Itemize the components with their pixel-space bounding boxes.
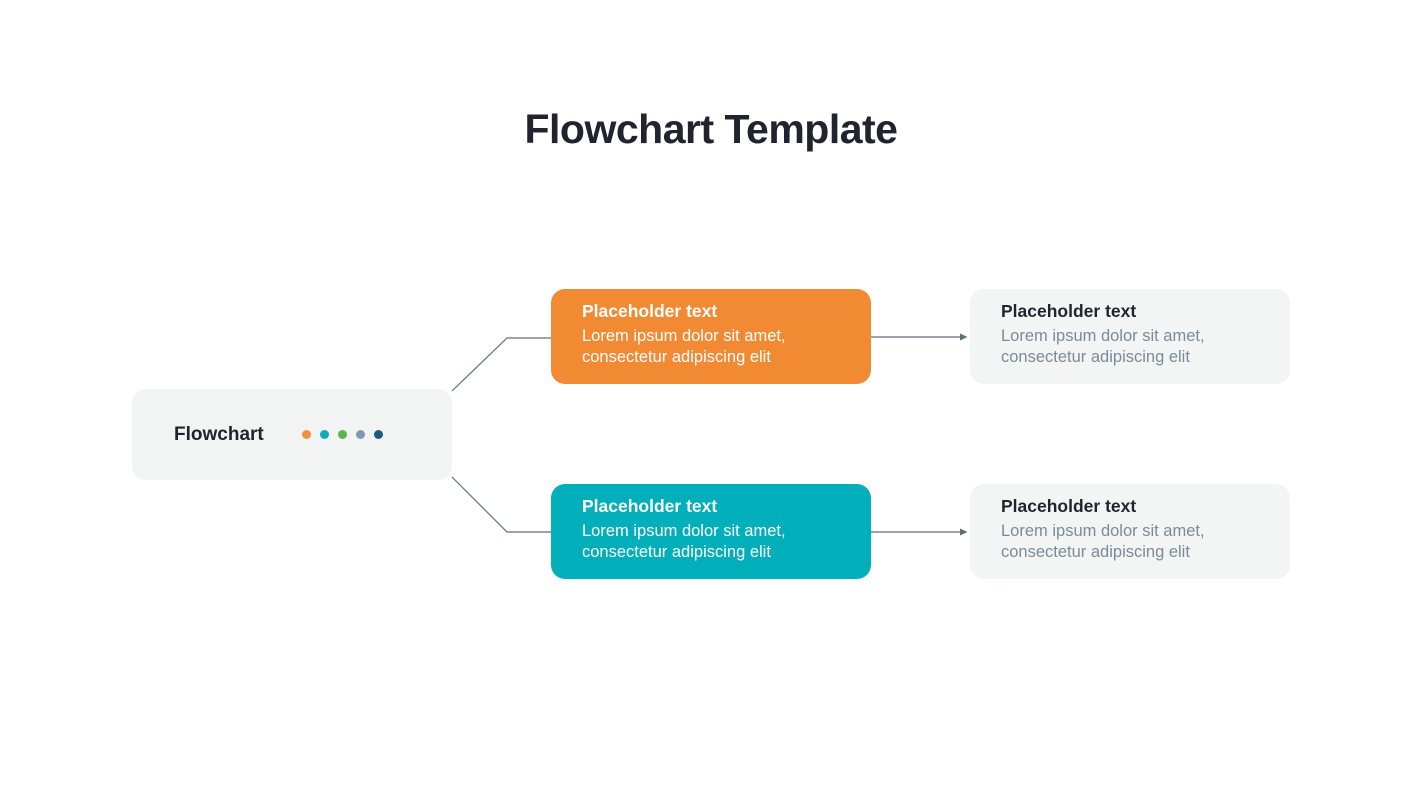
color-dots: [301, 430, 383, 439]
color-dot: [373, 430, 383, 439]
color-dot: [355, 430, 365, 439]
branch-bottom-title: Placeholder text: [582, 496, 718, 516]
color-dot: [337, 430, 347, 439]
leaf-bottom-body: Lorem ipsum dolor sit amet, consectetur …: [1001, 521, 1205, 561]
root-node-label: Flowchart: [174, 423, 264, 445]
page-title: Flowchart Template: [524, 106, 898, 152]
arrowhead-top: [960, 333, 968, 341]
branch-top-title: Placeholder text: [582, 301, 718, 321]
connector-root-to-branch-bottom: [451, 476, 551, 533]
color-dot: [319, 430, 329, 439]
leaf-bottom-title: Placeholder text: [1001, 496, 1137, 516]
leaf-node-top: Placeholder text Lorem ipsum dolor sit a…: [970, 289, 1290, 384]
branch-node-top: Placeholder text Lorem ipsum dolor sit a…: [551, 289, 871, 384]
leaf-top-body: Lorem ipsum dolor sit amet, consectetur …: [1001, 326, 1205, 366]
root-node: Flowchart: [132, 389, 452, 480]
leaf-node-bottom: Placeholder text Lorem ipsum dolor sit a…: [970, 484, 1290, 579]
branch-node-bottom: Placeholder text Lorem ipsum dolor sit a…: [551, 484, 871, 579]
leaf-top-title: Placeholder text: [1001, 301, 1137, 321]
color-dot: [301, 430, 311, 439]
branch-top-body: Lorem ipsum dolor sit amet, consectetur …: [582, 326, 786, 366]
arrowhead-bottom: [960, 528, 968, 536]
branch-bottom-body: Lorem ipsum dolor sit amet, consectetur …: [582, 521, 786, 561]
connector-root-to-branch-top: [451, 337, 551, 392]
